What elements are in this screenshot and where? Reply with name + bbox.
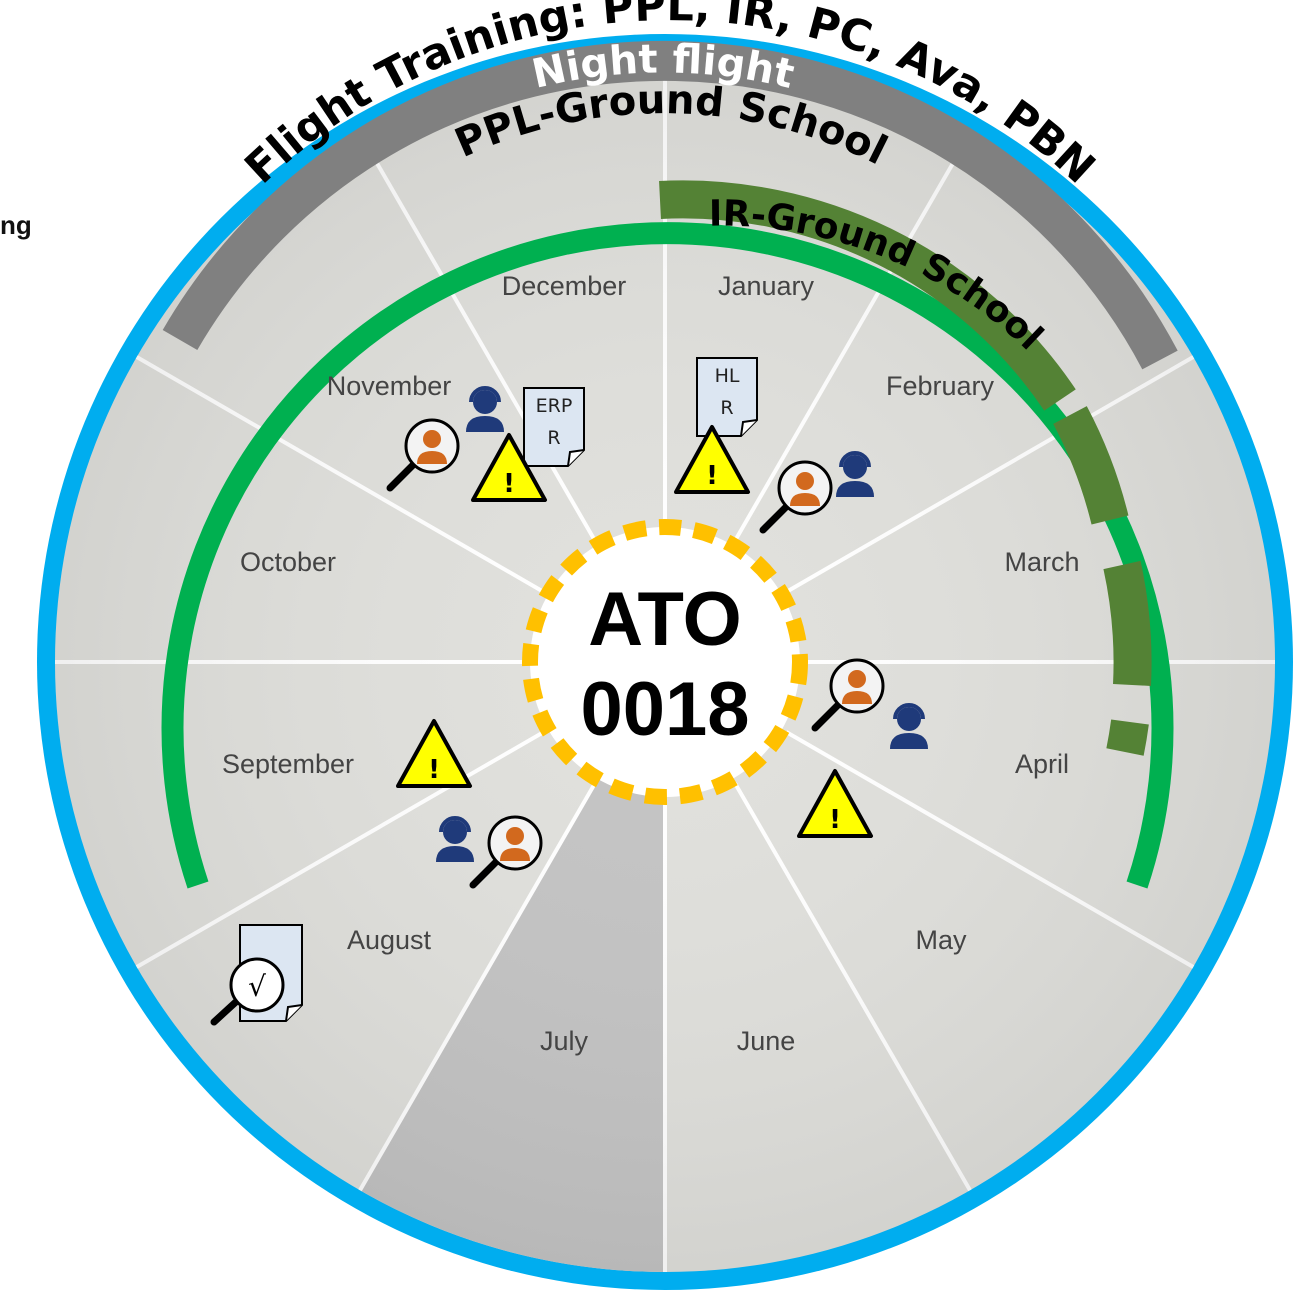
month-label-february: February bbox=[886, 371, 995, 401]
month-label-july: July bbox=[540, 1026, 589, 1056]
svg-text:!: ! bbox=[706, 461, 718, 491]
auditor-magnifier-icon bbox=[469, 815, 543, 889]
warning-icon: ! bbox=[396, 719, 472, 788]
svg-text:√: √ bbox=[248, 970, 266, 1003]
auditor-magnifier-icon bbox=[811, 658, 885, 732]
headset-agent-icon bbox=[890, 703, 928, 749]
svg-text:HL: HL bbox=[715, 365, 740, 387]
center-circle bbox=[522, 519, 808, 805]
auditor-magnifier-icon bbox=[386, 418, 460, 492]
headset-agent-icon bbox=[436, 816, 474, 862]
svg-text:!: ! bbox=[503, 469, 515, 499]
svg-text:!: ! bbox=[428, 755, 440, 785]
event-icons: ERP R! HL R!!! √ bbox=[210, 357, 928, 1026]
warning-icon: ! bbox=[674, 425, 750, 494]
month-label-march: March bbox=[1004, 547, 1079, 577]
svg-text:R: R bbox=[547, 427, 560, 449]
night-flight-band bbox=[162, 40, 1178, 370]
center-line-1: ATO bbox=[588, 577, 741, 662]
svg-text:R: R bbox=[720, 397, 733, 419]
hlr-document-icon: HL R bbox=[696, 357, 758, 437]
checklist-magnifier-icon: √ bbox=[210, 924, 303, 1026]
warning-icon: ! bbox=[797, 769, 873, 838]
headset-agent-icon bbox=[466, 386, 504, 432]
month-label-june: June bbox=[737, 1026, 796, 1056]
month-label-august: August bbox=[347, 925, 432, 955]
side-label: ng bbox=[0, 210, 32, 240]
auditor-magnifier-icon bbox=[759, 460, 833, 534]
center-line-2: 0018 bbox=[580, 667, 749, 752]
warning-icon: ! bbox=[471, 433, 547, 502]
month-label-january: January bbox=[718, 271, 815, 301]
month-label-october: October bbox=[240, 547, 336, 577]
erp-document-icon: ERP R bbox=[523, 387, 585, 467]
svg-text:!: ! bbox=[829, 805, 841, 835]
ir-ground-band bbox=[659, 180, 1152, 756]
headset-agent-icon bbox=[836, 451, 874, 497]
month-label-november: November bbox=[327, 371, 452, 401]
month-label-december: December bbox=[502, 271, 627, 301]
month-label-april: April bbox=[1015, 749, 1069, 779]
month-label-september: September bbox=[222, 749, 354, 779]
month-label-may: May bbox=[915, 925, 967, 955]
svg-text:ERP: ERP bbox=[536, 395, 573, 417]
